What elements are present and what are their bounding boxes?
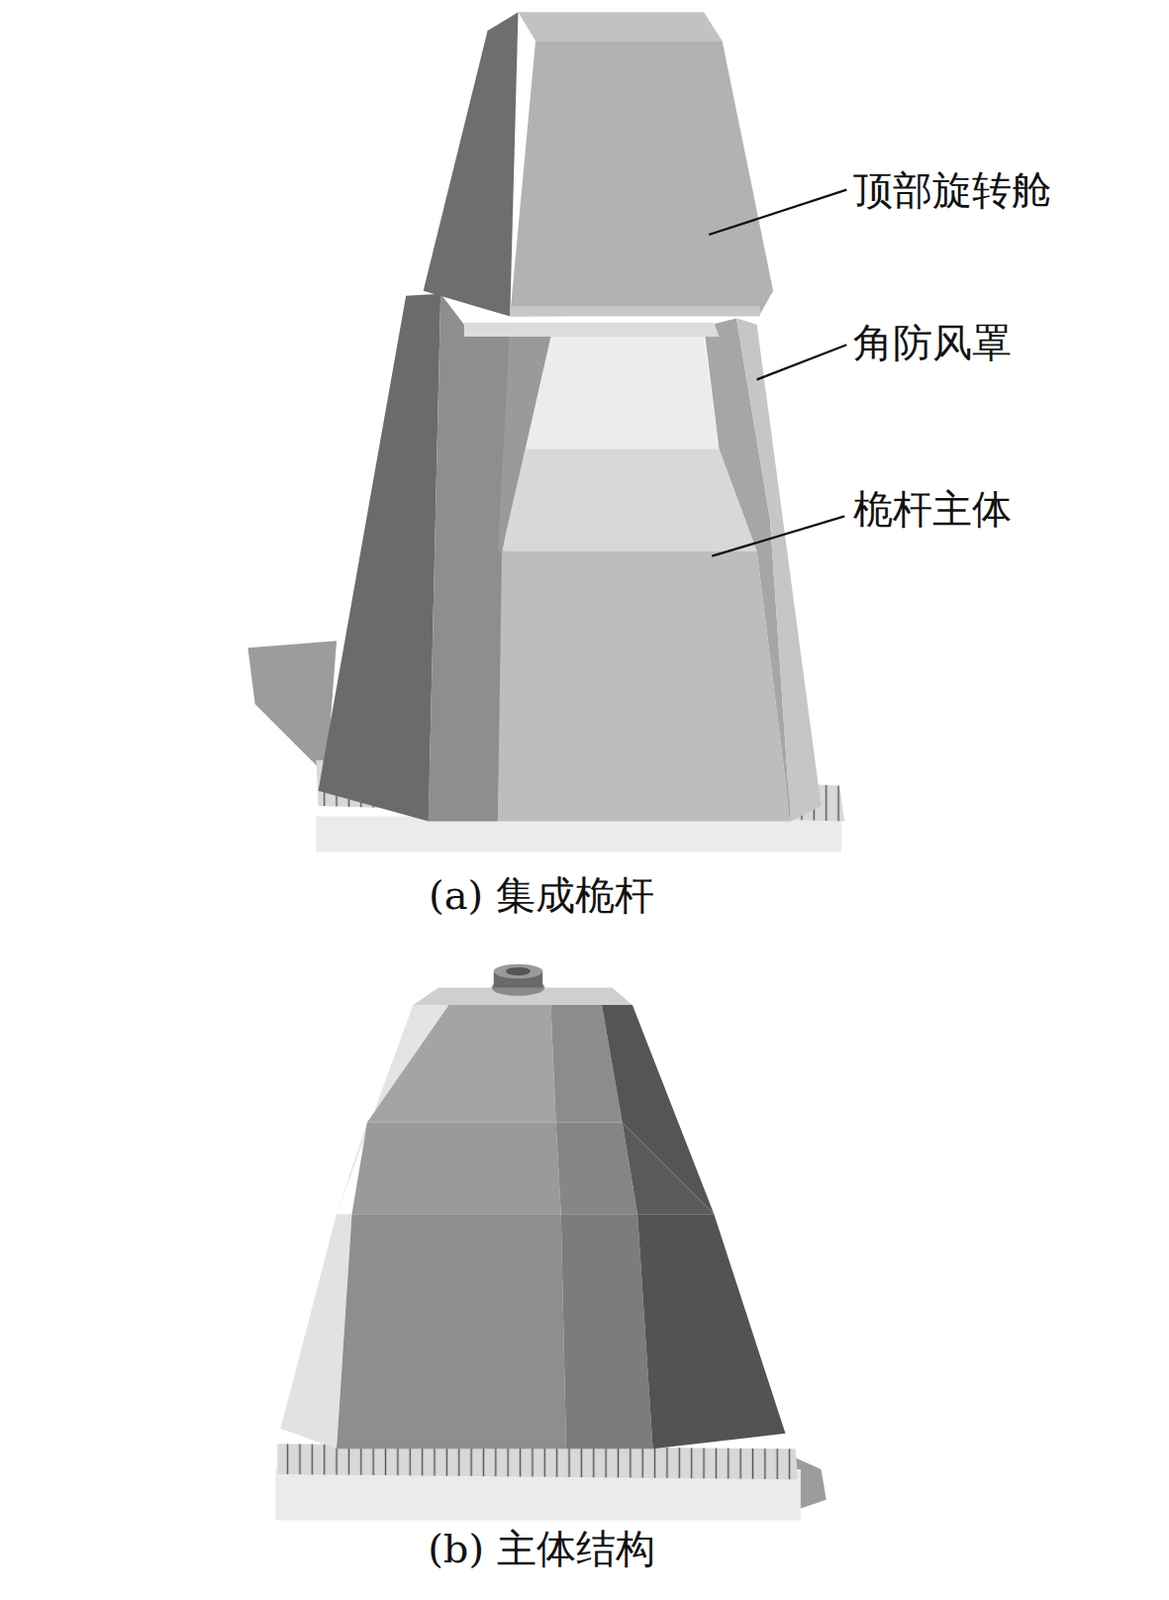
- part-label: 角防风罩: [853, 318, 1012, 367]
- integrated-mast: [247, 11, 845, 852]
- subfigure-caption: (b) 主体结构: [427, 1524, 656, 1572]
- main-structure: [275, 964, 826, 1521]
- part-label: 桅杆主体: [853, 485, 1012, 533]
- subfigure-caption: (a) 集成桅杆: [428, 871, 655, 919]
- part-label: 顶部旋转舱: [853, 166, 1052, 214]
- leader-lines: [708, 190, 847, 557]
